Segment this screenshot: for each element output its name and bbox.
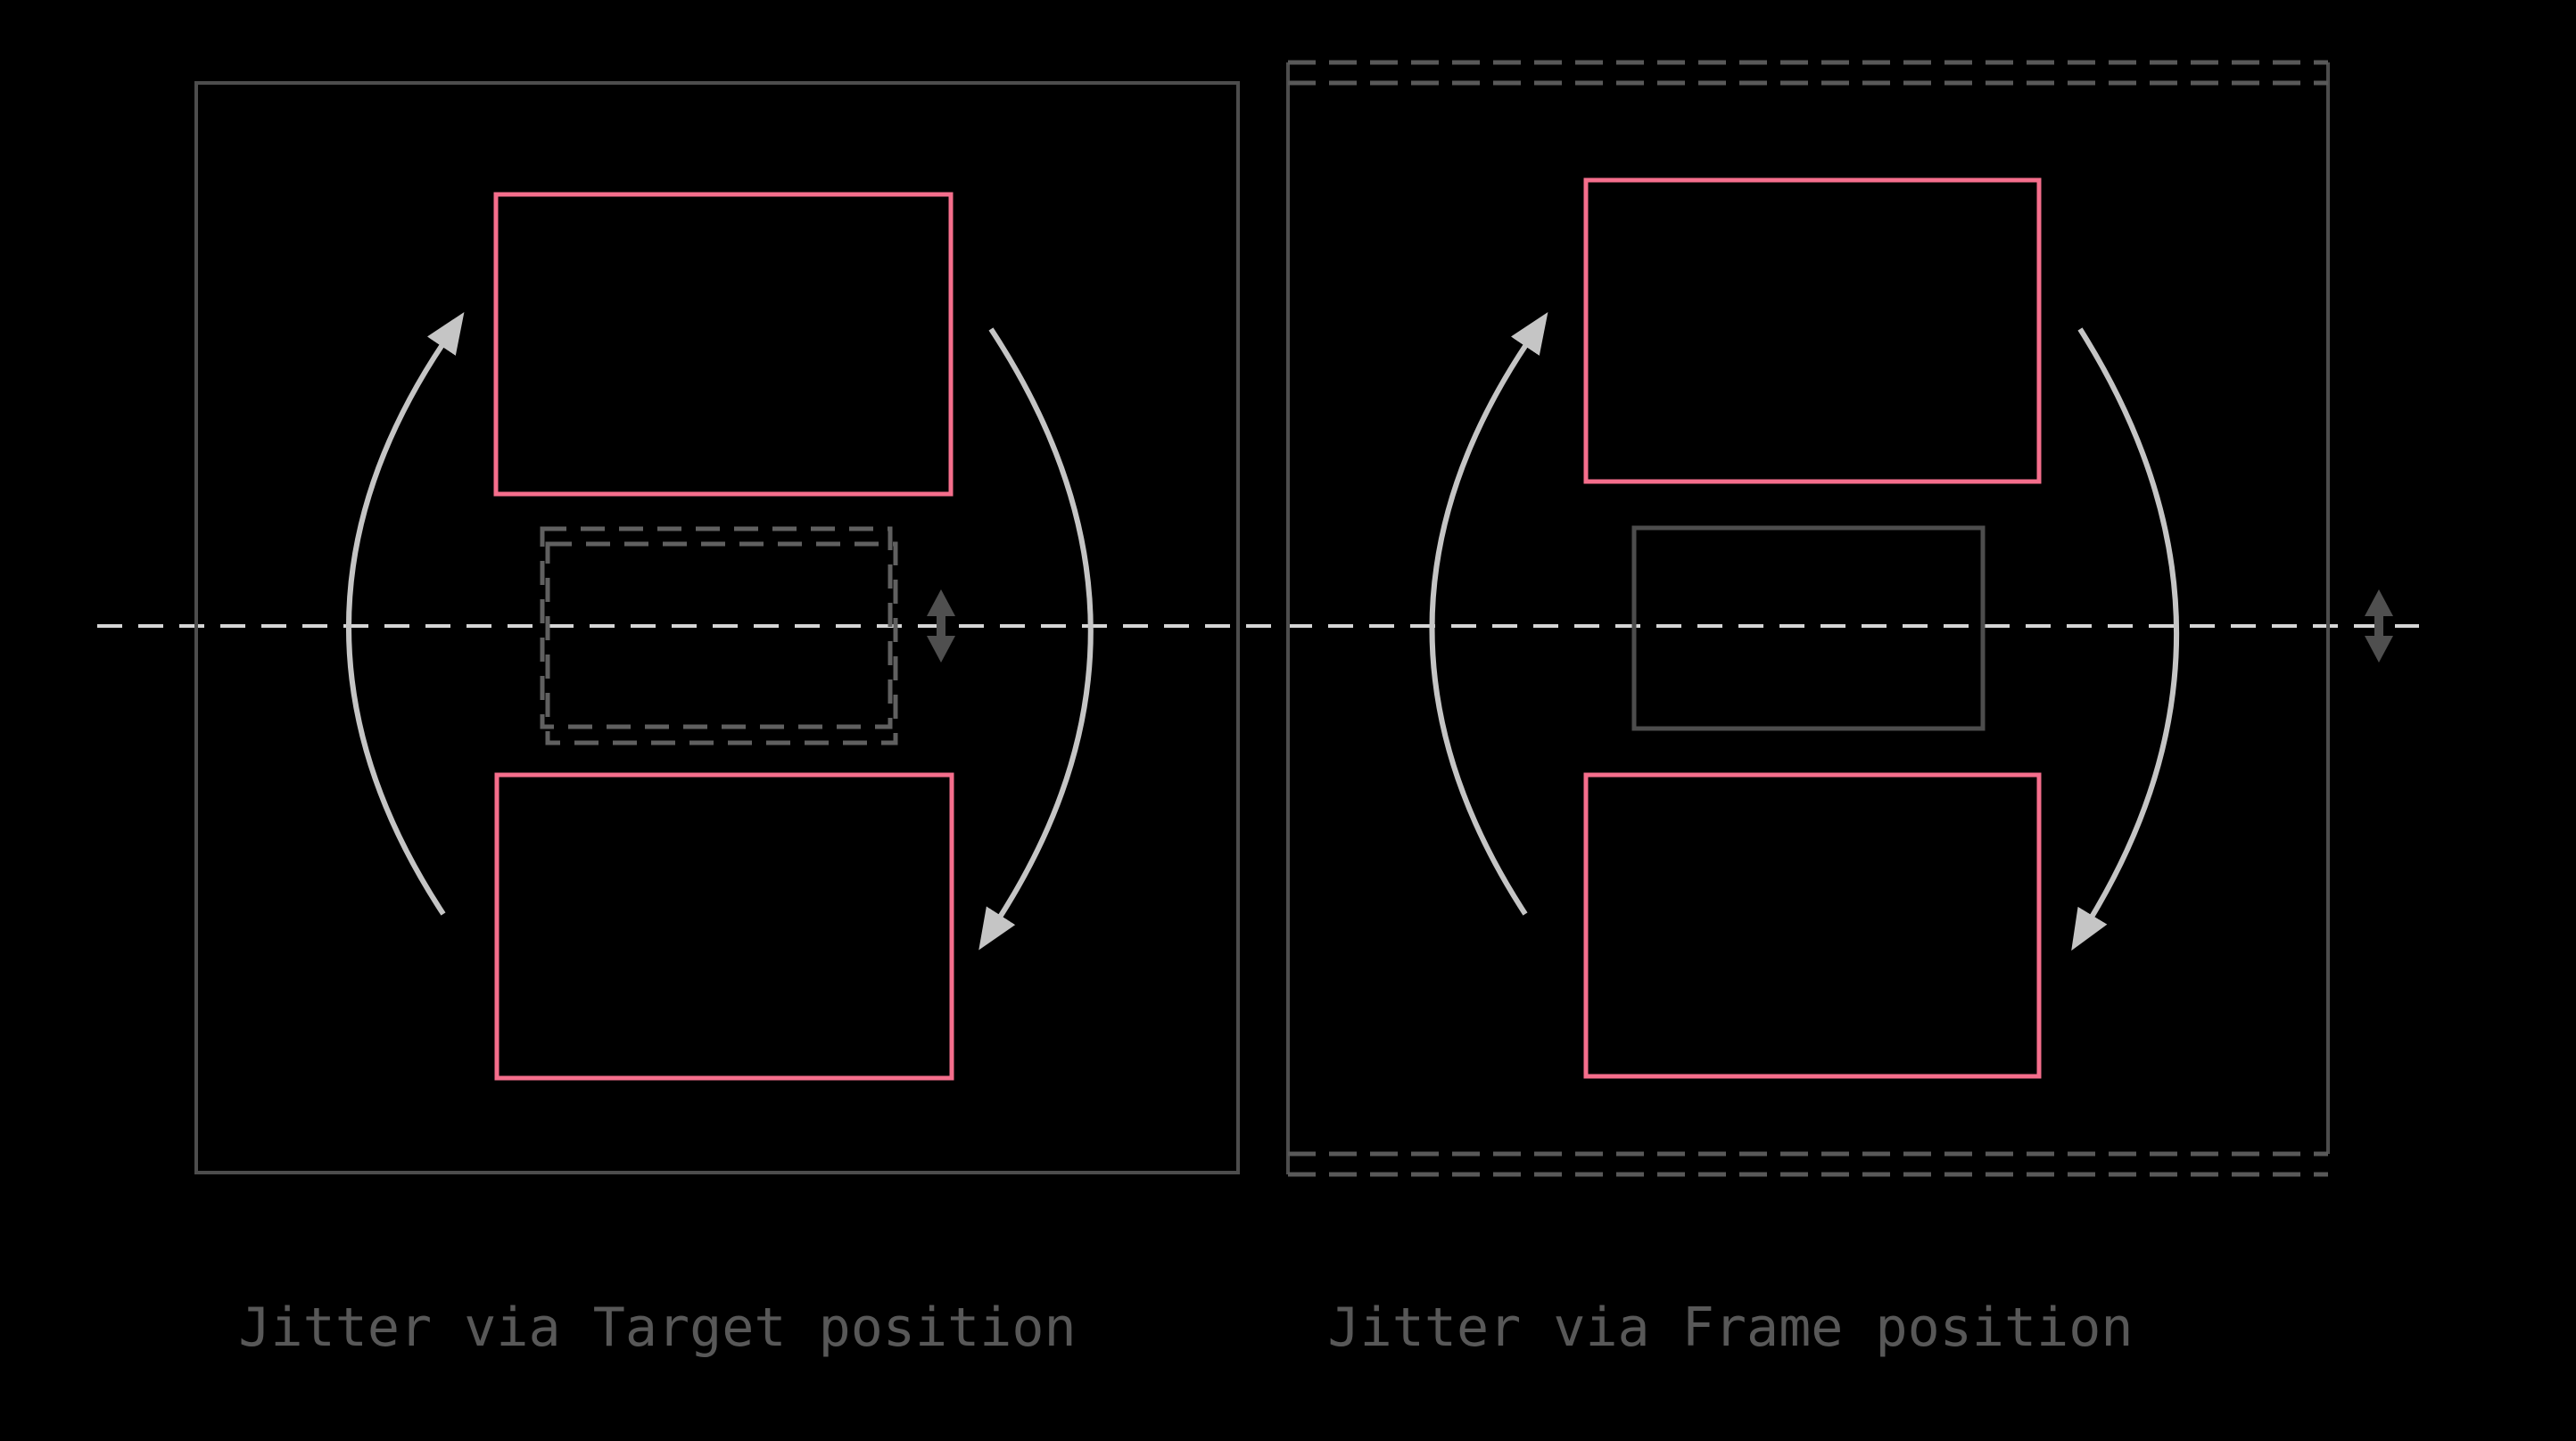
left-down-cycle-arrow-icon xyxy=(978,327,1094,951)
right-vertical-jitter-arrow-icon xyxy=(2365,589,2393,663)
left-target-top-rect xyxy=(493,192,954,497)
left-target-bottom-rect xyxy=(494,772,954,1081)
left-panel-label: Jitter via Target position xyxy=(238,1297,1076,1359)
left-vertical-jitter-arrow-icon xyxy=(927,589,955,663)
right-target-top-rect xyxy=(1583,177,2042,484)
left-frame xyxy=(194,81,1240,1174)
left-target-jitter-rect-1 xyxy=(540,526,893,729)
right-target-bottom-rect xyxy=(1583,772,2042,1079)
left-up-cycle-arrow-icon xyxy=(346,311,465,916)
right-target-center-rect xyxy=(1631,525,1986,731)
left-target-jitter-rect-2 xyxy=(545,541,898,745)
right-panel-label: Jitter via Frame position xyxy=(1327,1297,2133,1359)
right-down-cycle-arrow-icon xyxy=(2071,327,2179,951)
right-up-cycle-arrow-icon xyxy=(1429,311,1548,916)
